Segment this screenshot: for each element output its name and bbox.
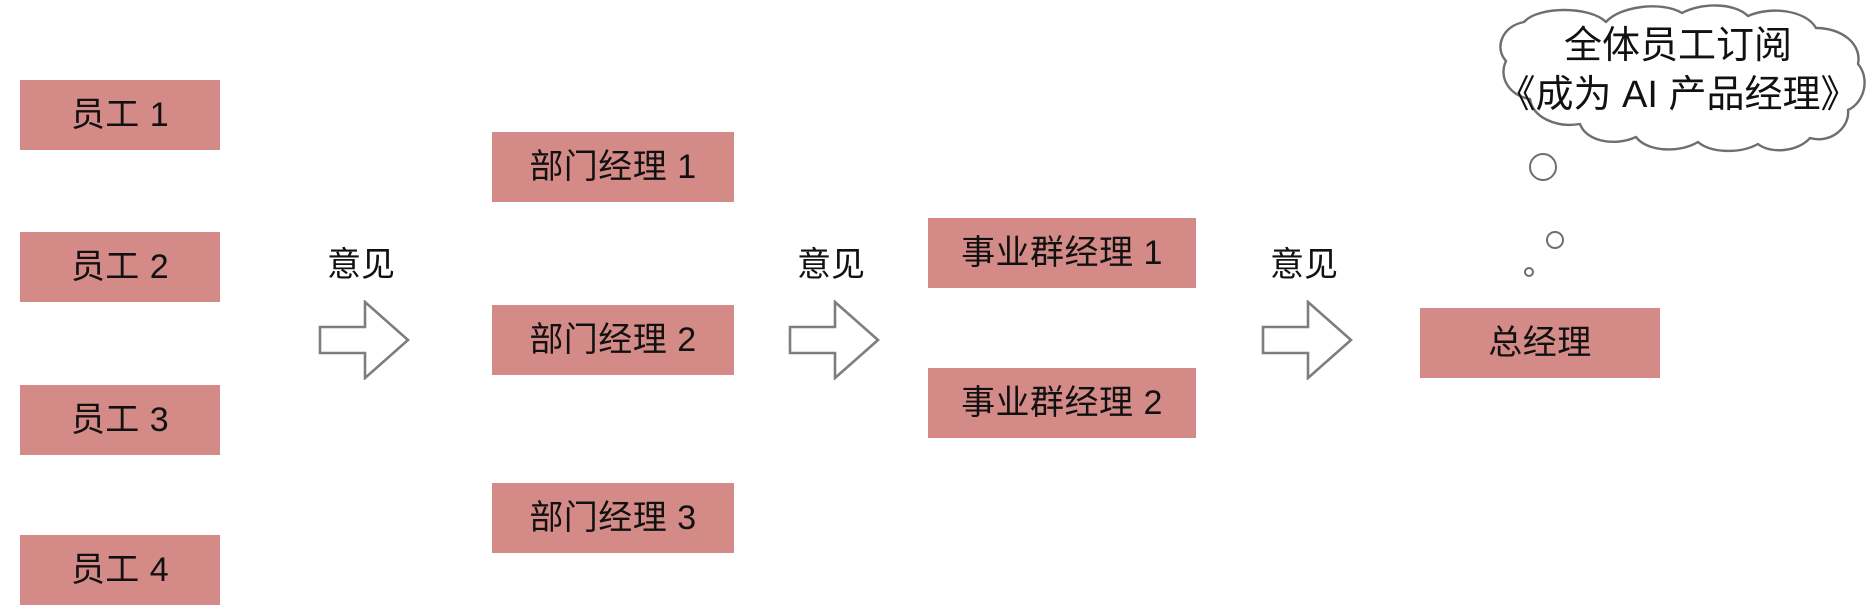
thought-bubble-tail-circle-1 bbox=[1529, 153, 1557, 181]
node-business-group-managers-1[interactable]: 事业群经理 1 bbox=[928, 218, 1196, 288]
thought-bubble-text: 全体员工订阅《成为 AI 产品经理》 bbox=[1492, 22, 1864, 119]
node-employees-3[interactable]: 员工 3 bbox=[20, 385, 220, 455]
flow-arrow-icon-1 bbox=[318, 300, 410, 380]
node-department-managers-3[interactable]: 部门经理 3 bbox=[492, 483, 734, 553]
node-department-managers-1[interactable]: 部门经理 1 bbox=[492, 132, 734, 202]
flow-arrow-icon-3 bbox=[1261, 300, 1353, 380]
flow-label-3: 意见 bbox=[1270, 246, 1338, 284]
node-employees-2[interactable]: 员工 2 bbox=[20, 232, 220, 302]
node-employees-4[interactable]: 员工 4 bbox=[20, 535, 220, 605]
node-department-managers-2[interactable]: 部门经理 2 bbox=[492, 305, 734, 375]
flow-label-1: 意见 bbox=[327, 246, 395, 284]
thought-bubble bbox=[1486, 4, 1870, 154]
thought-bubble-line-1: 全体员工订阅 bbox=[1563, 25, 1792, 67]
node-business-group-managers-2[interactable]: 事业群经理 2 bbox=[928, 368, 1196, 438]
flow-arrow-icon-2 bbox=[788, 300, 880, 380]
thought-bubble-tail-circle-2 bbox=[1546, 231, 1564, 249]
thought-bubble-tail-circle-3 bbox=[1524, 267, 1534, 277]
node-employees-1[interactable]: 员工 1 bbox=[20, 80, 220, 150]
thought-bubble-line-2: 《成为 AI 产品经理》 bbox=[1497, 73, 1859, 116]
flow-label-2: 意见 bbox=[797, 246, 865, 284]
node-general-manager-1[interactable]: 总经理 bbox=[1420, 308, 1660, 378]
